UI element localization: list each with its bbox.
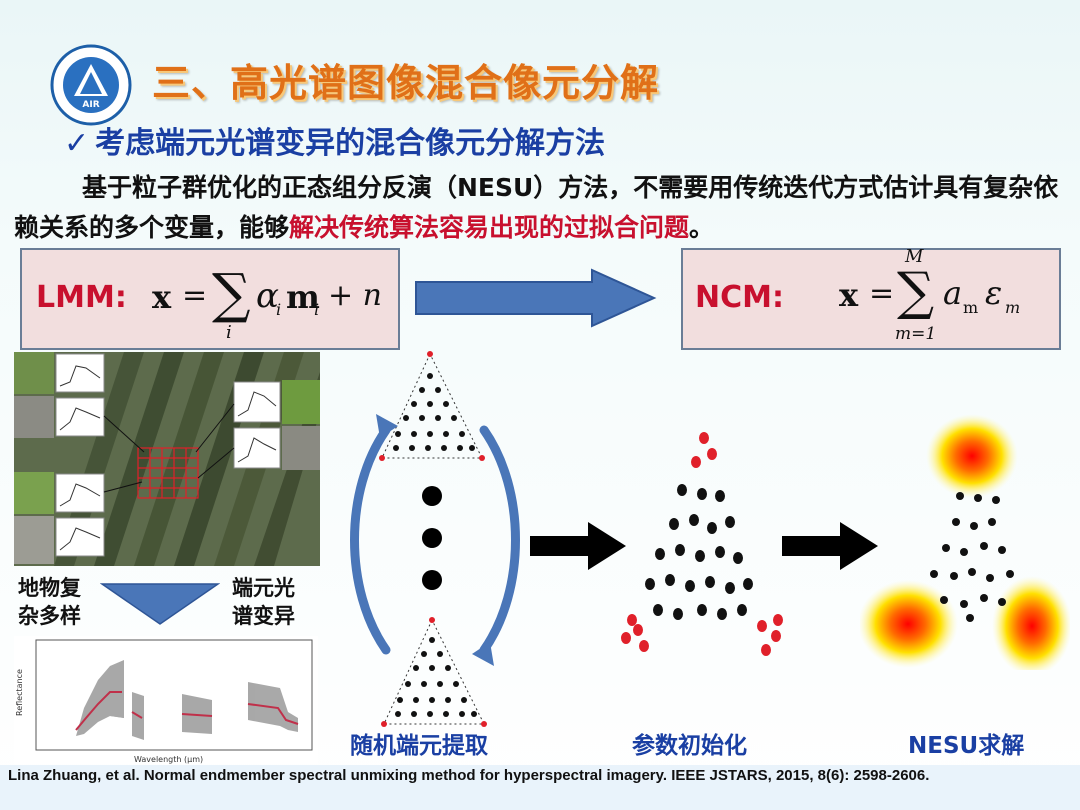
arrow-to-init: [530, 522, 626, 570]
label-ground-objects: 地物复 杂多样: [18, 576, 81, 628]
check-icon: ✓: [64, 126, 90, 161]
caption-parameter-init: 参数初始化: [632, 733, 747, 759]
subtitle-text: 考虑端元光谱变异的混合像元分解方法: [95, 126, 606, 161]
nesu-solution-diagram: [860, 414, 1070, 670]
footer-bar: [0, 765, 1080, 810]
lmm-formula: x = ∑ i α i m i + n: [152, 262, 382, 343]
paragraph-end: 。: [689, 213, 715, 242]
logo-text: AIR: [82, 100, 99, 110]
lmm-to-ncm-arrow: [415, 268, 657, 328]
cycle-arrows: [350, 414, 520, 666]
ncm-formula: x = M ∑ m=1 a m ε m: [839, 246, 1021, 344]
arrow-to-nesu: [782, 522, 878, 570]
label-spectral-variation: 端元光 谱变异: [232, 576, 295, 628]
hyperspectral-scene-image: [14, 352, 320, 566]
reference-citation: Lina Zhuang, et al. Normal endmember spe…: [8, 767, 930, 784]
reflectance-spectra-plot: Reflectance Wavelength (μm): [14, 636, 318, 764]
bottom-simplex: [381, 617, 487, 727]
description-paragraph: 基于粒子群优化的正态组分反演（NESU）方法，不需要用传统迭代方式估计具有复杂依…: [14, 168, 1072, 248]
paragraph-text: 基于粒子群优化的正态组分反演（NESU）方法，不需要用传统迭代方式估计具有复杂依…: [14, 173, 1059, 242]
ncm-box: NCM: x = M ∑ m=1 a m ε m: [681, 246, 1061, 350]
lmm-box: LMM: x = ∑ i α i m i + n: [20, 248, 400, 350]
caption-random-extraction: 随机端元提取: [350, 733, 488, 759]
page-title: 三、高光谱图像混合像元分解: [152, 61, 660, 105]
top-simplex: [379, 351, 485, 461]
institute-logo: AIR: [50, 44, 132, 126]
down-arrow: [100, 583, 220, 625]
lmm-label: LMM:: [36, 280, 127, 315]
paragraph-highlight: 解决传统算法容易出现的过拟合问题: [289, 213, 690, 242]
svg-text:Wavelength (μm): Wavelength (μm): [134, 755, 203, 764]
random-endmember-extraction-diagram: [379, 351, 487, 727]
parameter-initialization-diagram: [621, 432, 783, 656]
ncm-label: NCM:: [695, 280, 784, 315]
svg-text:Reflectance: Reflectance: [15, 669, 24, 716]
section-subtitle: ✓考虑端元光谱变异的混合像元分解方法: [64, 118, 605, 162]
caption-nesu-solve: NESU求解: [908, 733, 1025, 759]
